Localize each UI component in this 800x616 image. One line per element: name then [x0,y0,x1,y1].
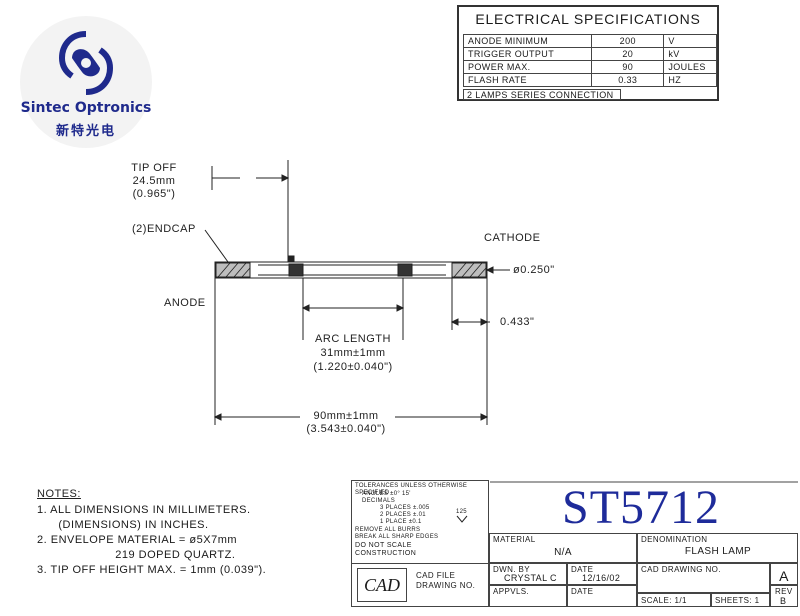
spec-rows: ANODE MINIMUM 200 V TRIGGER OUTPUT 20 kV… [462,34,717,87]
angles-text: ANGLES ±0° 15' [362,491,411,497]
denomination-cell: DENOMINATION FLASH LAMP [637,533,798,563]
date-cell: DATE 12/16/02 [567,563,637,585]
size-cell: A [770,563,798,585]
drawing-no-label: DRAWING NO. [416,581,476,590]
total-length-mm: 90mm±1mm [313,410,379,422]
anode-label: ANODE [164,297,206,309]
tolerances-text: TOLERANCES UNLESS OTHERWISE SPECIFIED [355,483,468,496]
model-number: ST5712 [562,481,721,534]
scale-cell: SCALE: 1/1 [637,593,711,607]
tip-off-in: (0.965") [132,188,176,200]
cad-drawing-no-cell: CAD DRAWING NO. [637,563,770,593]
date2-cell: DATE [567,585,637,607]
arc-length-in: (1.220±0.040") [313,361,393,373]
cad-stamp-text: CAD [364,575,400,595]
date2-label: DATE [571,587,594,596]
approvals-cell: APPVLS. [489,585,567,607]
edges-text: BREAK ALL SHARP EDGES [355,534,439,540]
sheets-cell: SHEETS: 1 [711,593,770,607]
construction-text: CONSTRUCTION [355,550,417,557]
company-logo: Sintec Optronics 新特光电 [20,16,152,148]
electrical-specifications-table: ELECTRICAL SPECIFICATIONS ANODE MINIMUM … [457,5,719,101]
arc-length-label: ARC LENGTH [315,333,391,345]
places1-text: 1 PLACE ±0.1 [380,519,422,525]
spec-note: 2 LAMPS SERIES CONNECTION [467,90,614,100]
drawn-by-value: CRYSTAL C [504,573,557,583]
spec-value: 0.33 [591,73,665,87]
spec-title: ELECTRICAL SPECIFICATIONS [475,11,701,27]
spec-note-box [463,89,621,100]
spec-row: TRIGGER OUTPUT 20 kV [462,47,717,61]
drawn-by-label: DWN. BY [493,565,531,574]
diameter-label: ø0.250" [513,264,555,276]
places2-text: 2 PLACES ±.01 [380,512,426,518]
revision-cell: REV B [770,585,798,607]
material-cell: MATERIAL N/A [489,533,637,563]
logo-chinese-name: 新特光电 [55,124,116,139]
finish-value: 125 [456,509,467,515]
tolerances-block: TOLERANCES UNLESS OTHERWISE SPECIFIED AN… [351,480,489,564]
tip-off-label: TIP OFF [131,162,177,174]
drawn-by-cell: DWN. BY CRYSTAL C [489,563,567,585]
spec-row: FLASH RATE 0.33 HZ [462,73,717,87]
denomination-value: FLASH LAMP [684,546,752,557]
total-length-in: (3.543±0.040") [306,423,386,435]
revision-label: REV [775,587,793,596]
decimals-text: DECIMALS [362,498,396,504]
material-value: N/A [554,547,572,558]
notes-heading: NOTES: [37,488,81,500]
material-label: MATERIAL [493,535,536,544]
cad-drawing-no-label: CAD DRAWING NO. [641,565,721,574]
logo-emblem-icon [58,31,114,95]
no-scale-text: DO NOT SCALE [355,542,412,549]
spec-unit: HZ [663,73,717,87]
scale-value: SCALE: 1/1 [641,596,687,605]
date-label: DATE [571,565,594,574]
denomination-label: DENOMINATION [641,535,708,544]
endcap-label: (2)ENDCAP [132,223,196,235]
logo-name: Sintec Optronics [20,100,152,116]
tip-off-mm: 24.5mm [132,175,176,187]
revision-value: B [780,596,787,606]
finish-symbol-icon [456,515,468,523]
arc-length-mm: 31mm±1mm [320,347,386,359]
date-value: 12/16/02 [582,573,621,583]
sheets-value: SHEETS: 1 [715,596,760,605]
approvals-label: APPVLS. [493,587,530,596]
offset-label: 0.433" [500,316,535,328]
spec-row: POWER MAX. 90 JOULES [462,60,717,74]
burrs-text: REMOVE ALL BURRS [355,527,421,533]
cad-file-label: CAD FILE [416,571,456,580]
cad-file-block: CAD CAD FILE DRAWING NO. [351,563,489,607]
notes-body: 1. ALL DIMENSIONS IN MILLIMETERS. (DIMEN… [37,504,267,576]
places3-text: 3 PLACES ±.005 [380,505,430,511]
cad-stamp: CAD [357,568,407,602]
cathode-label: CATHODE [484,232,541,244]
size-value: A [779,568,789,584]
